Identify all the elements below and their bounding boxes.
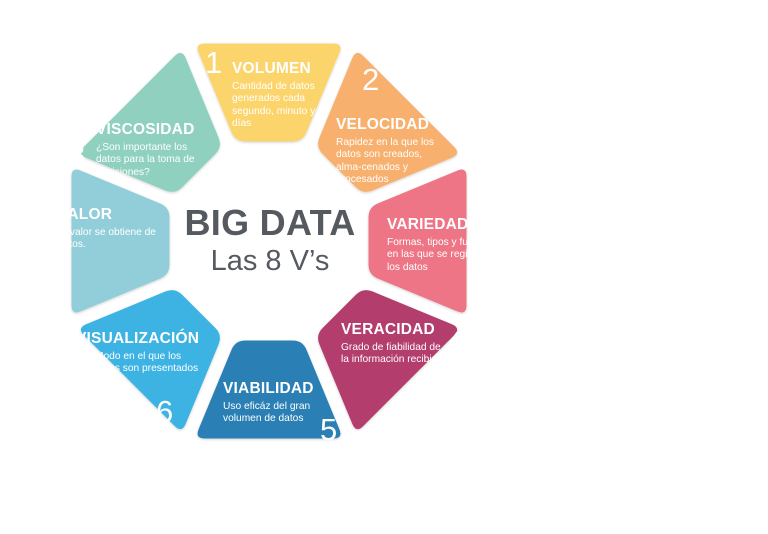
segment-shape-viscosidad xyxy=(80,52,220,192)
segment-shape-velocidad xyxy=(318,52,458,192)
segment-viscosidad: VISCOSIDAD ¿Son importante los datos par… xyxy=(96,121,206,179)
segment-title-viscosidad: VISCOSIDAD xyxy=(96,121,195,138)
segment-shape-volumen xyxy=(197,43,341,142)
segment-shape-valor xyxy=(71,169,170,313)
segment-description-velocidad: Rapidez en la que los datos son creados,… xyxy=(336,137,434,186)
segment-title-variedad: VARIEDAD xyxy=(387,216,469,233)
segment-shape-viabilidad xyxy=(197,340,341,439)
segment-description-veracidad: Grado de fiabilidad de la información re… xyxy=(341,342,443,366)
segment-number-2: 2 xyxy=(362,62,380,97)
segment-variedad: VARIEDAD Formas, tipos y fuentes en las … xyxy=(387,216,497,274)
segment-number-6: 6 xyxy=(156,394,174,429)
segment-title-velocidad: VELOCIDAD xyxy=(336,116,430,133)
segment-description-variedad: Formas, tipos y fuentes en las que se re… xyxy=(387,237,493,273)
segment-title-veracidad: VERACIDAD xyxy=(341,321,435,338)
segment-velocidad: VELOCIDAD Rapidez en la que los datos so… xyxy=(336,116,448,187)
center-label: BIG DATA Las 8 V’s xyxy=(178,204,362,279)
segment-shape-veracidad xyxy=(318,290,458,430)
segment-number-3: 3 xyxy=(467,176,485,211)
center-subtitle: Las 8 V’s xyxy=(210,244,330,277)
segment-valor: VALOR El valor se obtiene de datos. xyxy=(58,206,162,252)
segment-viabilidad: VIABILIDAD Uso eficáz del gran volumen d… xyxy=(223,380,327,426)
segment-number-4: 4 xyxy=(446,325,464,360)
segment-title-volumen: VOLUMEN xyxy=(232,60,311,77)
segment-visualizacion: VISUALIZACIÓN Modo en el que los datos s… xyxy=(76,330,201,376)
segment-description-viabilidad: Uso eficáz del gran volumen de datos xyxy=(223,401,311,425)
segment-shape-visualizacion xyxy=(80,290,220,430)
segment-description-viscosidad: ¿Son importante los datos para la toma d… xyxy=(96,142,195,178)
segment-number-7: 7 xyxy=(51,279,69,314)
segment-title-visualizacion: VISUALIZACIÓN xyxy=(76,330,200,347)
segment-description-volumen: Cantidad de datos generados cada segundo… xyxy=(232,81,316,130)
segment-number-1: 1 xyxy=(205,45,223,80)
segment-description-valor: El valor se obtiene de datos. xyxy=(58,227,156,251)
segment-shape-variedad xyxy=(368,169,467,313)
segment-number-5: 5 xyxy=(320,412,338,447)
segment-description-visualizacion: Modo en el que los datos son presentados xyxy=(95,351,199,375)
segment-volumen: VOLUMEN Cantidad de datos generados cada… xyxy=(232,60,332,131)
segment-title-valor: VALOR xyxy=(58,206,113,223)
segment-title-viabilidad: VIABILIDAD xyxy=(223,380,314,397)
center-title: BIG DATA xyxy=(184,202,356,243)
segment-number-8: 8 xyxy=(68,137,86,172)
segment-veracidad: VERACIDAD Grado de fiabilidad de la info… xyxy=(341,321,445,367)
